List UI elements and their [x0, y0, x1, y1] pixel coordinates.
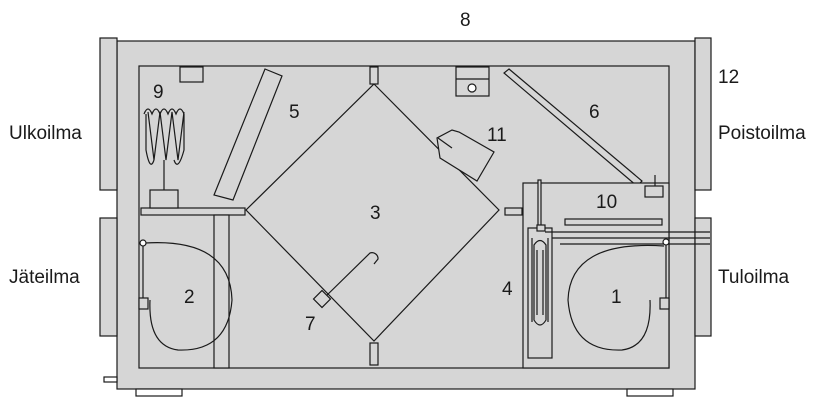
label-tuloilma: Tuloilma: [718, 267, 790, 288]
bypass-rod: [321, 252, 379, 301]
shelf-left: [140, 207, 246, 216]
fan-1: [567, 238, 670, 351]
label-ulkoilma: Ulkoilma: [9, 123, 82, 144]
number-11: 11: [487, 125, 507, 146]
plate-10: [564, 218, 663, 226]
partition-left: [213, 214, 230, 369]
top-box-center-knob: [467, 83, 477, 93]
number-12: 12: [718, 67, 739, 88]
number-6: 6: [589, 102, 600, 123]
housing-tab: [103, 376, 118, 383]
number-7: 7: [305, 314, 316, 335]
component-11: [436, 129, 495, 182]
label-poistoilma: Poistoilma: [718, 123, 806, 144]
sensor-10-box: [644, 185, 664, 198]
number-3: 3: [370, 203, 381, 224]
number-10: 10: [596, 192, 617, 213]
top-box-left: [179, 66, 204, 83]
number-9: 9: [153, 82, 164, 103]
exchanger-tip-bottom: [369, 342, 379, 366]
duct-collar-top-left: [99, 37, 118, 191]
component-11-edge: [437, 137, 453, 149]
heater-9: [143, 108, 185, 209]
foot-right: [626, 388, 674, 397]
number-4: 4: [502, 279, 513, 300]
fan-2: [138, 239, 233, 351]
number-2: 2: [184, 287, 195, 308]
duct-collar-bottom-left: [99, 217, 118, 337]
label-jateilma: Jäteilma: [9, 267, 80, 288]
filter-5: [213, 68, 283, 201]
duct-collar-top-right: [694, 37, 712, 191]
exchanger-tip-right: [504, 207, 523, 216]
supply-pipes: [545, 231, 710, 245]
foot-left: [135, 388, 183, 397]
number-5: 5: [289, 102, 300, 123]
exchanger-tip-top: [369, 66, 379, 85]
duct-collar-bottom-right: [694, 217, 712, 337]
number-1: 1: [611, 287, 622, 308]
number-8: 8: [460, 10, 471, 31]
bypass-damper: [312, 289, 332, 309]
heater-4: [527, 179, 553, 359]
